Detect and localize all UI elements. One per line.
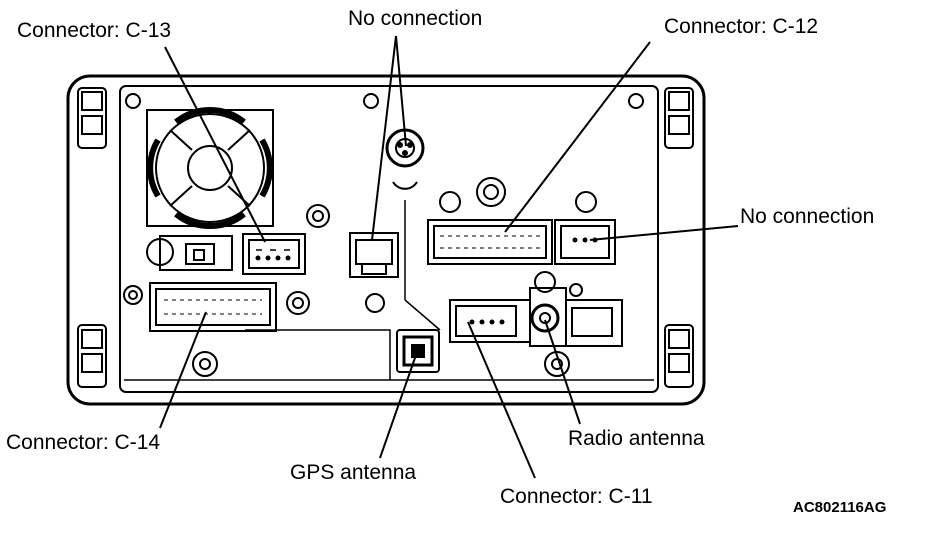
figure-code: AC802116AG bbox=[793, 499, 887, 516]
label-radio-antenna: Radio antenna bbox=[568, 427, 705, 450]
label-connector-c12: Connector: C-12 bbox=[664, 15, 819, 38]
connector-c12 bbox=[427, 219, 553, 265]
right-mounting-tabs bbox=[664, 87, 694, 388]
label-no-connection-top: No connection bbox=[348, 7, 483, 30]
connector-no-connection-right bbox=[554, 219, 616, 265]
small-connector-left bbox=[146, 235, 233, 271]
connector-c11 bbox=[449, 299, 531, 343]
connector-no-connection-mid bbox=[349, 232, 399, 278]
screw-bosses bbox=[123, 93, 644, 377]
label-connector-c13: Connector: C-13 bbox=[17, 19, 172, 42]
label-connector-c14: Connector: C-14 bbox=[6, 431, 161, 454]
small-connector-right bbox=[565, 283, 623, 347]
outer-housing bbox=[66, 74, 706, 406]
label-no-connection-right: No connection bbox=[740, 205, 875, 228]
cooling-fan bbox=[146, 107, 274, 229]
left-mounting-tabs bbox=[77, 87, 107, 388]
radio-antenna-connector bbox=[529, 271, 567, 347]
label-gps-antenna: GPS antenna bbox=[290, 461, 417, 484]
leader-lines bbox=[159, 35, 739, 479]
label-connector-c11: Connector: C-11 bbox=[500, 485, 653, 508]
connector-c13 bbox=[242, 233, 306, 275]
gps-antenna-connector bbox=[396, 329, 440, 373]
connector-c14 bbox=[149, 282, 277, 332]
inner-panel bbox=[119, 85, 659, 393]
